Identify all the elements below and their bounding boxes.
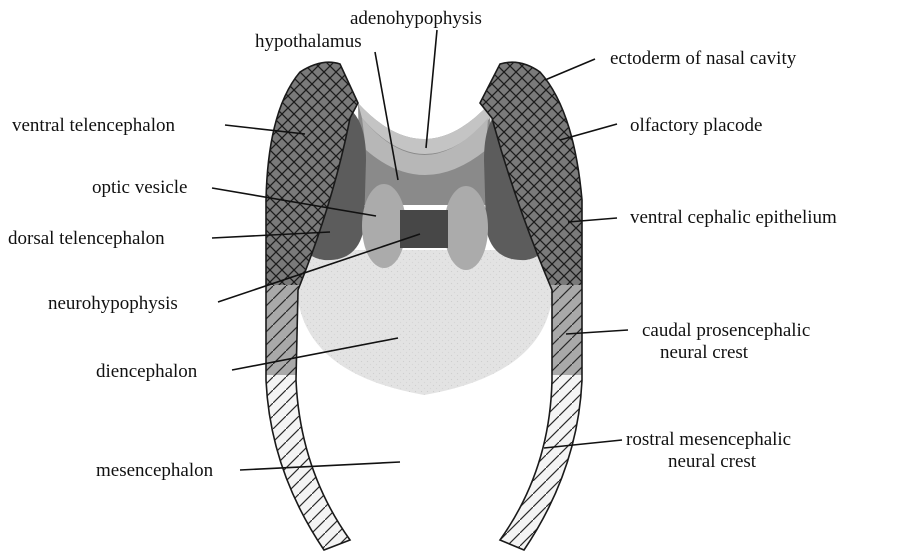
label-ventral-telencephalon: ventral telencephalon <box>12 115 176 136</box>
mesencephalon-leader <box>240 462 400 470</box>
label-caudal-prosencephalic-line1: caudal prosencephalic <box>642 320 810 341</box>
left-optic-vesicle <box>362 184 406 268</box>
label-ectoderm-nasal: ectoderm of nasal cavity <box>610 48 797 69</box>
ectoderm-nasal-leader <box>545 59 595 80</box>
label-adenohypophysis: adenohypophysis <box>350 8 482 29</box>
label-mesencephalon: mesencephalon <box>96 460 214 481</box>
label-optic-vesicle: optic vesicle <box>92 177 188 198</box>
neurohypophysis-region <box>400 210 448 248</box>
label-hypothalamus: hypothalamus <box>255 31 362 52</box>
right-optic-vesicle <box>444 186 488 270</box>
label-diencephalon: diencephalon <box>96 361 198 382</box>
label-ventral-cephalic-epithelium: ventral cephalic epithelium <box>630 207 837 228</box>
label-neurohypophysis: neurohypophysis <box>48 293 178 314</box>
label-rostral-mesencephalic-line2: neural crest <box>668 451 757 472</box>
label-olfactory-placode: olfactory placode <box>630 115 762 136</box>
label-rostral-mesencephalic-line1: rostral mesencephalic <box>626 429 791 450</box>
diencephalon-region <box>298 250 552 395</box>
adenohypophysis-leader <box>426 30 437 148</box>
label-dorsal-telencephalon: dorsal telencephalon <box>8 228 165 249</box>
label-caudal-prosencephalic-line2: neural crest <box>660 342 749 363</box>
